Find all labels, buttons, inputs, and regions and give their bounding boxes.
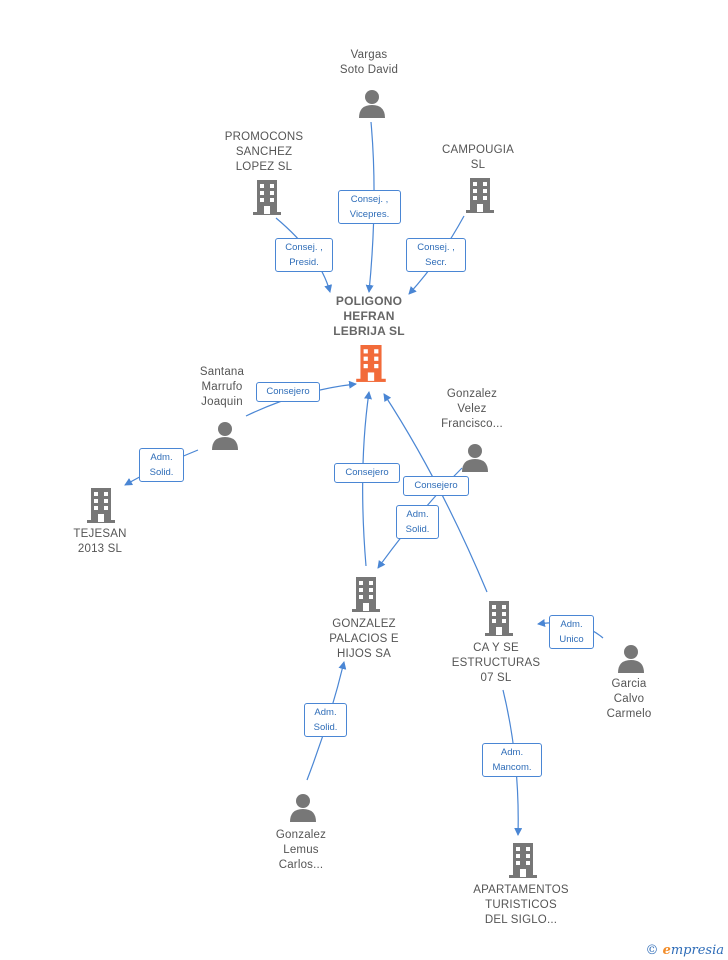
- building-icon[interactable]: [86, 488, 116, 524]
- role-box-garcia-case[interactable]: Adm. Unico: [549, 615, 594, 649]
- role-box-gvelez-gpalacios[interactable]: Adm. Solid.: [396, 505, 439, 539]
- node-label-apartamentos[interactable]: APARTAMENTOS TURISTICOS DEL SIGLO...: [473, 884, 569, 926]
- role-box-campougia-main[interactable]: Consej. , Secr.: [406, 238, 466, 272]
- role-box-vargas-main[interactable]: Consej. , Vicepres.: [338, 190, 401, 224]
- person-icon[interactable]: [616, 643, 646, 673]
- brand-logo[interactable]: © empresia: [645, 943, 724, 958]
- node-label-glemus[interactable]: Gonzalez Lemus Carlos...: [275, 829, 327, 871]
- building-icon[interactable]: [252, 180, 282, 216]
- role-box-case-apartamentos[interactable]: Adm. Mancom.: [482, 743, 542, 777]
- person-icon[interactable]: [210, 420, 240, 450]
- building-icon[interactable]: [465, 178, 495, 214]
- person-icon[interactable]: [460, 442, 490, 472]
- role-box-santana-tejesan[interactable]: Adm. Solid.: [139, 448, 184, 482]
- node-label-gpalacios[interactable]: GONZALEZ PALACIOS E HIJOS SA: [329, 618, 399, 660]
- node-label-santana[interactable]: Santana Marrufo Joaquin: [199, 366, 245, 408]
- building-icon[interactable]: [351, 577, 381, 613]
- person-icon[interactable]: [357, 88, 387, 118]
- role-box-gpalacios-main[interactable]: Consejero: [334, 463, 400, 483]
- copyright-symbol: ©: [645, 943, 659, 958]
- node-label-tejesan[interactable]: TEJESAN 2013 SL: [73, 528, 127, 555]
- building-icon[interactable]: [484, 601, 514, 637]
- role-box-gvelez-main[interactable]: Consejero: [403, 476, 469, 496]
- node-label-campougia[interactable]: CAMPOUGIA SL: [441, 144, 515, 171]
- person-icon[interactable]: [288, 792, 318, 822]
- building-icon[interactable]: [508, 843, 538, 879]
- role-box-promocons-main[interactable]: Consej. , Presid.: [275, 238, 333, 272]
- brand-name: mpresia: [670, 943, 724, 958]
- node-label-case[interactable]: CA Y SE ESTRUCTURAS 07 SL: [451, 642, 541, 684]
- role-box-glemus-gpalacios[interactable]: Adm. Solid.: [304, 703, 347, 737]
- role-box-santana-main[interactable]: Consejero: [256, 382, 320, 402]
- node-label-gvelez[interactable]: Gonzalez Velez Francisco...: [441, 388, 503, 430]
- node-label-vargas[interactable]: Vargas Soto David: [339, 49, 399, 76]
- node-label-garcia[interactable]: Garcia Calvo Carmelo: [606, 678, 652, 720]
- node-label-main[interactable]: POLIGONO HEFRAN LEBRIJA SL: [333, 294, 405, 338]
- main-building-icon[interactable]: [355, 345, 387, 383]
- node-label-promocons[interactable]: PROMOCONS SANCHEZ LOPEZ SL: [224, 131, 304, 173]
- brand-e: e: [662, 943, 671, 958]
